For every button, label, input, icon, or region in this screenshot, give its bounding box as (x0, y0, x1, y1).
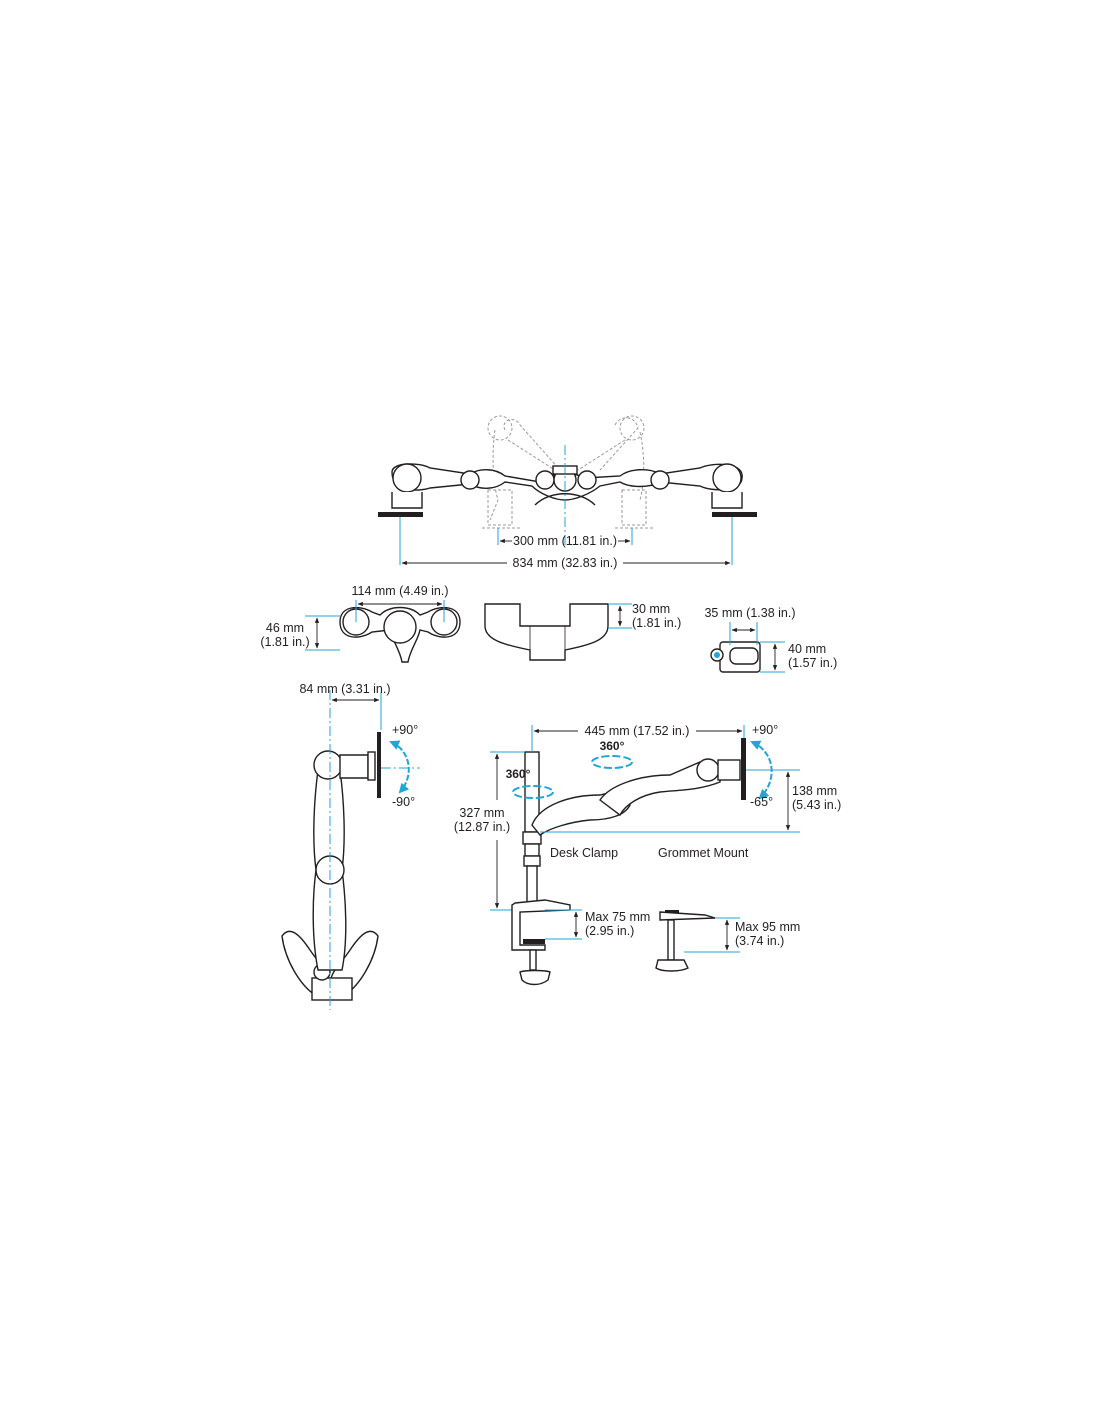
front-height-mm-label: 327 mm (459, 806, 504, 820)
grommet-mount-label: Grommet Mount (658, 846, 749, 860)
joint-width-label: 114 mm (4.49 in.) (351, 584, 448, 598)
base-height-in-label: (1.81 in.) (632, 616, 681, 630)
clamp-max-in-label: (2.95 in.) (585, 924, 634, 938)
side-tilt-up-label: +90° (392, 723, 418, 737)
top-view: 300 mm (11.81 in.) 834 mm (32.83 in.) (378, 415, 757, 570)
vesa-width-label: 35 mm (1.38 in.) (704, 606, 795, 620)
arm-rotate-label: 360° (600, 739, 625, 753)
side-view: 84 mm (3.31 in.) +90° -90° (281, 682, 420, 1010)
vesa-height-mm-label: 40 mm (788, 642, 826, 656)
front-vert-in-label: (5.43 in.) (792, 798, 841, 812)
front-tilt-up-label: +90° (752, 723, 778, 737)
clamp-max-mm-label: Max 75 mm (585, 910, 650, 924)
front-height-in-label: (12.87 in.) (454, 820, 510, 834)
dim-inner-label: 300 mm (11.81 in.) (513, 534, 617, 548)
grommet-max-in-label: (3.74 in.) (735, 934, 784, 948)
front-reach-label: 445 mm (17.52 in.) (585, 724, 690, 738)
side-tilt-down-label: -90° (392, 795, 415, 809)
vesa-detail: 35 mm (1.38 in.) 40 mm (1.57 in.) (704, 606, 837, 673)
grommet-max-mm-label: Max 95 mm (735, 920, 800, 934)
vesa-height-in-label: (1.57 in.) (788, 656, 837, 670)
front-tilt-down-label: -65° (750, 795, 773, 809)
dim-outer-label: 834 mm (32.83 in.) (513, 556, 618, 570)
joint-height-in-label: (1.81 in.) (260, 635, 309, 649)
pole-rotate-label: 360° (506, 767, 531, 781)
front-vert-mm-label: 138 mm (792, 784, 837, 798)
joint-detail: 114 mm (4.49 in.) 46 mm (1.81 in.) (260, 584, 461, 663)
side-offset-label: 84 mm (3.31 in.) (299, 682, 390, 696)
desk-clamp-label: Desk Clamp (550, 846, 618, 860)
ghost-arm-positions (482, 415, 655, 529)
base-detail: 30 mm (1.81 in.) (484, 602, 681, 661)
front-view: 360° 360° +90° -65° 445 mm (17.52 in.) 3… (454, 723, 841, 986)
base-height-mm-label: 30 mm (632, 602, 670, 616)
joint-height-mm-label: 46 mm (266, 621, 304, 635)
